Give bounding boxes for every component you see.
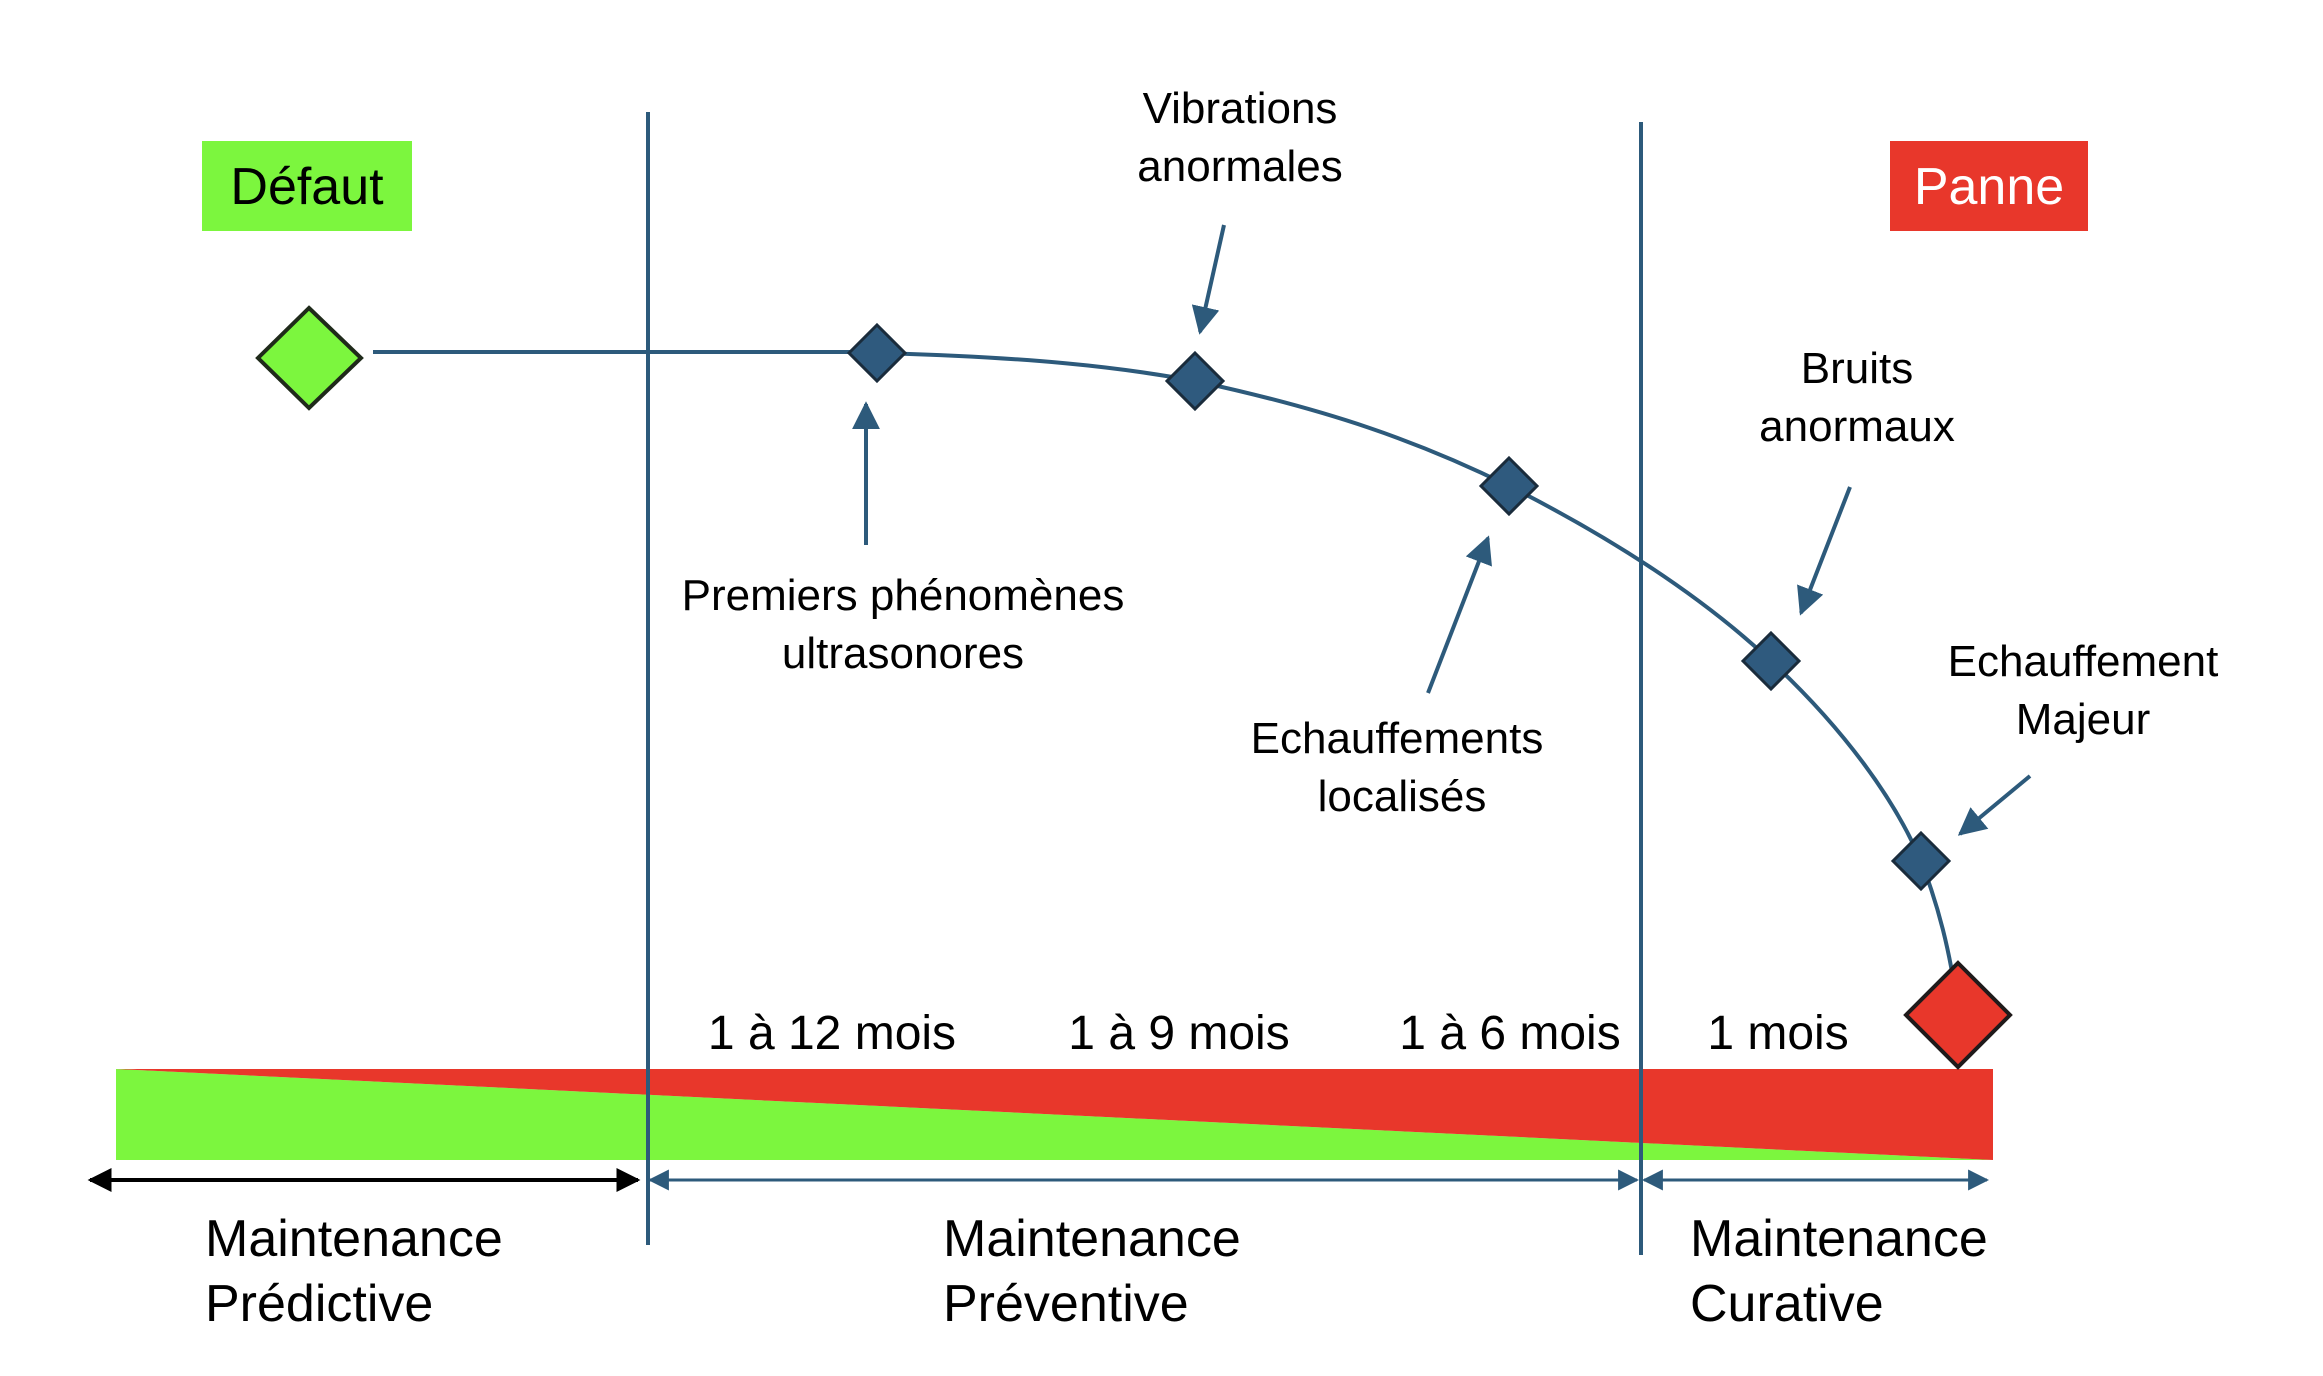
duration-label: 1 à 6 mois <box>1399 1007 1620 1060</box>
degradation-band <box>116 1069 1993 1160</box>
stage-diamond-icon <box>1478 455 1540 517</box>
arrow-echauffements <box>1426 535 1492 694</box>
annotation-line: Echauffements <box>1251 714 1544 763</box>
panne-badge-box <box>1890 141 2088 231</box>
arrow-echauffement-majeur <box>1957 774 2032 836</box>
panne-badge-label: Panne <box>1914 158 2064 216</box>
annotation-premiers: Premiers phénomènes ultrasonores <box>682 571 1125 678</box>
arrow-bruits <box>1797 486 1852 616</box>
defaut-badge-label: Défaut <box>230 158 384 216</box>
phase-label-line: Maintenance <box>943 1210 1241 1268</box>
phase-label-line: Prédictive <box>205 1275 433 1333</box>
arrow-vibrations <box>1191 224 1226 335</box>
annotation-bruits: Bruits anormaux <box>1759 344 1955 451</box>
annotation-line: Majeur <box>2016 695 2151 744</box>
phase-label-line: Maintenance <box>1690 1210 1988 1268</box>
duration-label: 1 à 9 mois <box>1068 1007 1289 1060</box>
annotation-line: anormales <box>1137 142 1342 191</box>
stage-diamond-icon <box>846 322 908 384</box>
stage-diamond-icon <box>1164 350 1226 412</box>
annotation-vibrations: Vibrations anormales <box>1137 84 1342 191</box>
phase-label-line: Maintenance <box>205 1210 503 1268</box>
annotation-line: ultrasonores <box>782 629 1024 678</box>
stage-markers <box>846 322 1952 892</box>
annotation-echauffements: Echauffements localisés <box>1251 714 1544 821</box>
annotation-echauffement-majeur: Echauffement Majeur <box>1948 637 2219 744</box>
stage-diamond-icon <box>1740 630 1802 692</box>
duration-label: 1 mois <box>1707 1007 1848 1060</box>
failure-wedge-red <box>116 1069 1993 1160</box>
start-diamond-icon <box>255 305 364 411</box>
phase-predictive: Maintenance Prédictive <box>205 1210 503 1333</box>
duration-label: 1 à 12 mois <box>708 1007 956 1060</box>
annotation-line: Echauffement <box>1948 637 2219 686</box>
phase-label-line: Curative <box>1690 1275 1884 1333</box>
annotation-line: Bruits <box>1801 344 1913 393</box>
annotation-line: anormaux <box>1759 402 1955 451</box>
annotation-line: localisés <box>1318 772 1487 821</box>
annotation-line: Vibrations <box>1143 84 1338 133</box>
defaut-badge-box <box>202 141 412 231</box>
annotation-line: Premiers phénomènes <box>682 571 1125 620</box>
phase-label-line: Préventive <box>943 1275 1189 1333</box>
stage-diamond-icon <box>1890 830 1952 892</box>
degradation-curve <box>876 351 1960 1011</box>
panne-badge: Panne <box>1890 141 2088 231</box>
duration-labels: 1 à 12 mois 1 à 9 mois 1 à 6 mois 1 mois <box>708 1007 1849 1060</box>
phase-preventive: Maintenance Préventive <box>943 1210 1241 1333</box>
defaut-badge: Défaut <box>202 141 412 231</box>
end-diamond-icon <box>1903 960 2013 1070</box>
phase-curative: Maintenance Curative <box>1690 1210 1988 1333</box>
